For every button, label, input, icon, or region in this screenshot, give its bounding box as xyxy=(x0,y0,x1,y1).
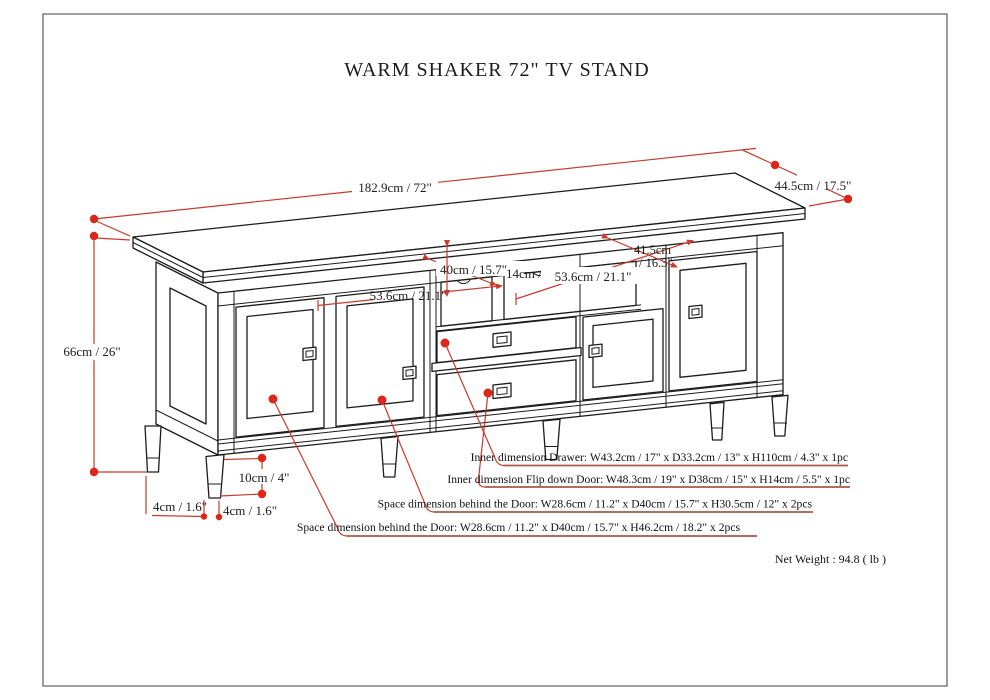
dim-endpoint-dot xyxy=(257,453,267,463)
dim-shelf-width-left-label: 53.6cm / 21.1" xyxy=(370,288,447,303)
top-panel-bevel-line-left xyxy=(132,242,204,278)
left-side-recessed-panel xyxy=(169,287,207,425)
base-rail-line-1 xyxy=(217,379,784,441)
door-right-1 xyxy=(582,307,664,401)
left-side-panel xyxy=(155,261,219,456)
base-rail-line-2 xyxy=(217,383,784,445)
dim-endpoint-dot xyxy=(215,513,223,521)
door-left-2-frame xyxy=(335,286,425,428)
door-left-1-handle-icon xyxy=(302,346,317,362)
callouts: Inner dimension Drawer: W43.2cm / 17" x … xyxy=(268,338,850,537)
center-drawers xyxy=(431,316,582,417)
page-border xyxy=(42,13,948,687)
note-drawer: Inner dimension Drawer: W43.2cm / 17" x … xyxy=(471,451,848,464)
leg-front-right xyxy=(771,394,789,437)
base-rail-line-3 xyxy=(217,390,784,452)
shelf-front-edge-1 xyxy=(435,304,642,328)
dim-endpoint-dot xyxy=(200,513,208,520)
door-right-2-panel xyxy=(679,262,747,378)
leg-back-left xyxy=(144,425,162,473)
note-space-behind-door-upper: Space dimension behind the Door: W28.6cm… xyxy=(378,498,813,511)
door-left-2-handle-icon xyxy=(402,365,417,381)
leader-drawer xyxy=(444,342,505,467)
leg-mid-left xyxy=(380,435,399,478)
leader-door-lower xyxy=(272,398,348,537)
net-weight-label: Net Weight : 94.8 ( lb ) xyxy=(775,552,886,566)
center-rail-bar xyxy=(431,346,582,373)
dim-leg-foot-back-label: 4cm / 1.6" xyxy=(153,499,207,514)
dim-shelf-depth-label-1: 41.5cm xyxy=(634,243,671,257)
dim-shelf-width-right: 53.6cm / 21.1" xyxy=(515,239,694,305)
door-right-1-handle-inner xyxy=(591,346,600,355)
dim-overall-height-label: 66cm / 26" xyxy=(63,344,120,359)
leader-door-upper xyxy=(381,399,435,513)
dim-shelf-width-right-label: 53.6cm / 21.1" xyxy=(555,269,632,284)
dim-leg-feet: 4cm / 1.6" 4cm / 1.6" xyxy=(145,476,277,521)
leg-front-left xyxy=(205,453,225,499)
dim-leg-height: 10cm / 4" xyxy=(219,453,290,499)
left-side-base-line xyxy=(155,409,219,442)
dim-leg-foot-front-label: 4cm / 1.6" xyxy=(223,503,277,518)
door-right-2-handle-inner xyxy=(691,307,700,316)
dim-shelf-width-center-label: 40cm / 15.7" xyxy=(440,262,507,277)
flip-down-door-front xyxy=(436,359,577,417)
door-left-2-panel xyxy=(346,298,414,409)
door-right-2-frame xyxy=(668,250,758,392)
door-left-1 xyxy=(235,297,325,438)
door-left-1-frame xyxy=(235,297,325,438)
door-right-1-frame xyxy=(582,307,664,401)
legs xyxy=(144,394,789,499)
shelf-front-edge-2 xyxy=(435,308,642,332)
dim-overall-width-label: 182.9cm / 72" xyxy=(358,180,432,195)
dim-overall-width: 182.9cm / 72" xyxy=(89,147,757,237)
door-left-2-handle-inner xyxy=(405,368,414,377)
note-flip-down-door: Inner dimension Flip down Door: W48.3cm … xyxy=(447,473,850,486)
top-panel xyxy=(132,172,806,284)
door-right-1-handle-icon xyxy=(588,343,603,359)
dim-leg-height-label: 10cm / 4" xyxy=(239,470,290,485)
leg-back-right xyxy=(709,401,725,441)
dim-endpoint-dot xyxy=(89,467,99,477)
dim-endpoint-dot xyxy=(770,160,780,170)
note-space-behind-door-lower: Space dimension behind the Door: W28.6cm… xyxy=(297,521,741,534)
dim-shelf-depth-label-2: / 16.3" xyxy=(639,256,673,270)
drawer-handle-inner xyxy=(496,335,508,345)
dimension-lines: 182.9cm / 72" 44.5cm / 17.5" 66cm / 26" xyxy=(63,147,853,521)
top-panel-bevel-line xyxy=(202,213,806,278)
dim-shelf-width-center: 40cm / 15.7" xyxy=(422,254,524,286)
door-right-1-panel xyxy=(592,318,654,389)
dim-endpoint-dot xyxy=(257,489,267,499)
tv-stand-drawing xyxy=(132,172,806,499)
dim-endpoint-dot xyxy=(89,231,99,241)
flip-down-handle-inner xyxy=(496,386,508,396)
dim-shelf-depth: 41.5cm / 16.3" xyxy=(601,232,678,270)
dim-overall-height: 66cm / 26" xyxy=(63,231,147,477)
dim-overall-depth: 44.5cm / 17.5" xyxy=(741,149,853,207)
door-left-1-handle-inner xyxy=(305,349,314,358)
page-title: WARM SHAKER 72" TV STAND xyxy=(344,59,649,81)
drawer-handle-icon xyxy=(492,331,512,348)
leader-flip-door xyxy=(477,392,489,488)
dim-endpoint-dot xyxy=(89,214,99,224)
dim-shelf-width-left: 53.6cm / 21.1" xyxy=(317,283,503,311)
door-left-2 xyxy=(335,286,425,428)
dim-endpoint-dot xyxy=(843,194,853,204)
flip-down-handle-icon xyxy=(492,382,512,400)
door-right-2 xyxy=(668,250,758,392)
door-right-2-handle-icon xyxy=(688,304,703,320)
dim-overall-depth-label: 44.5cm / 17.5" xyxy=(775,178,852,193)
door-left-1-panel xyxy=(246,308,314,420)
